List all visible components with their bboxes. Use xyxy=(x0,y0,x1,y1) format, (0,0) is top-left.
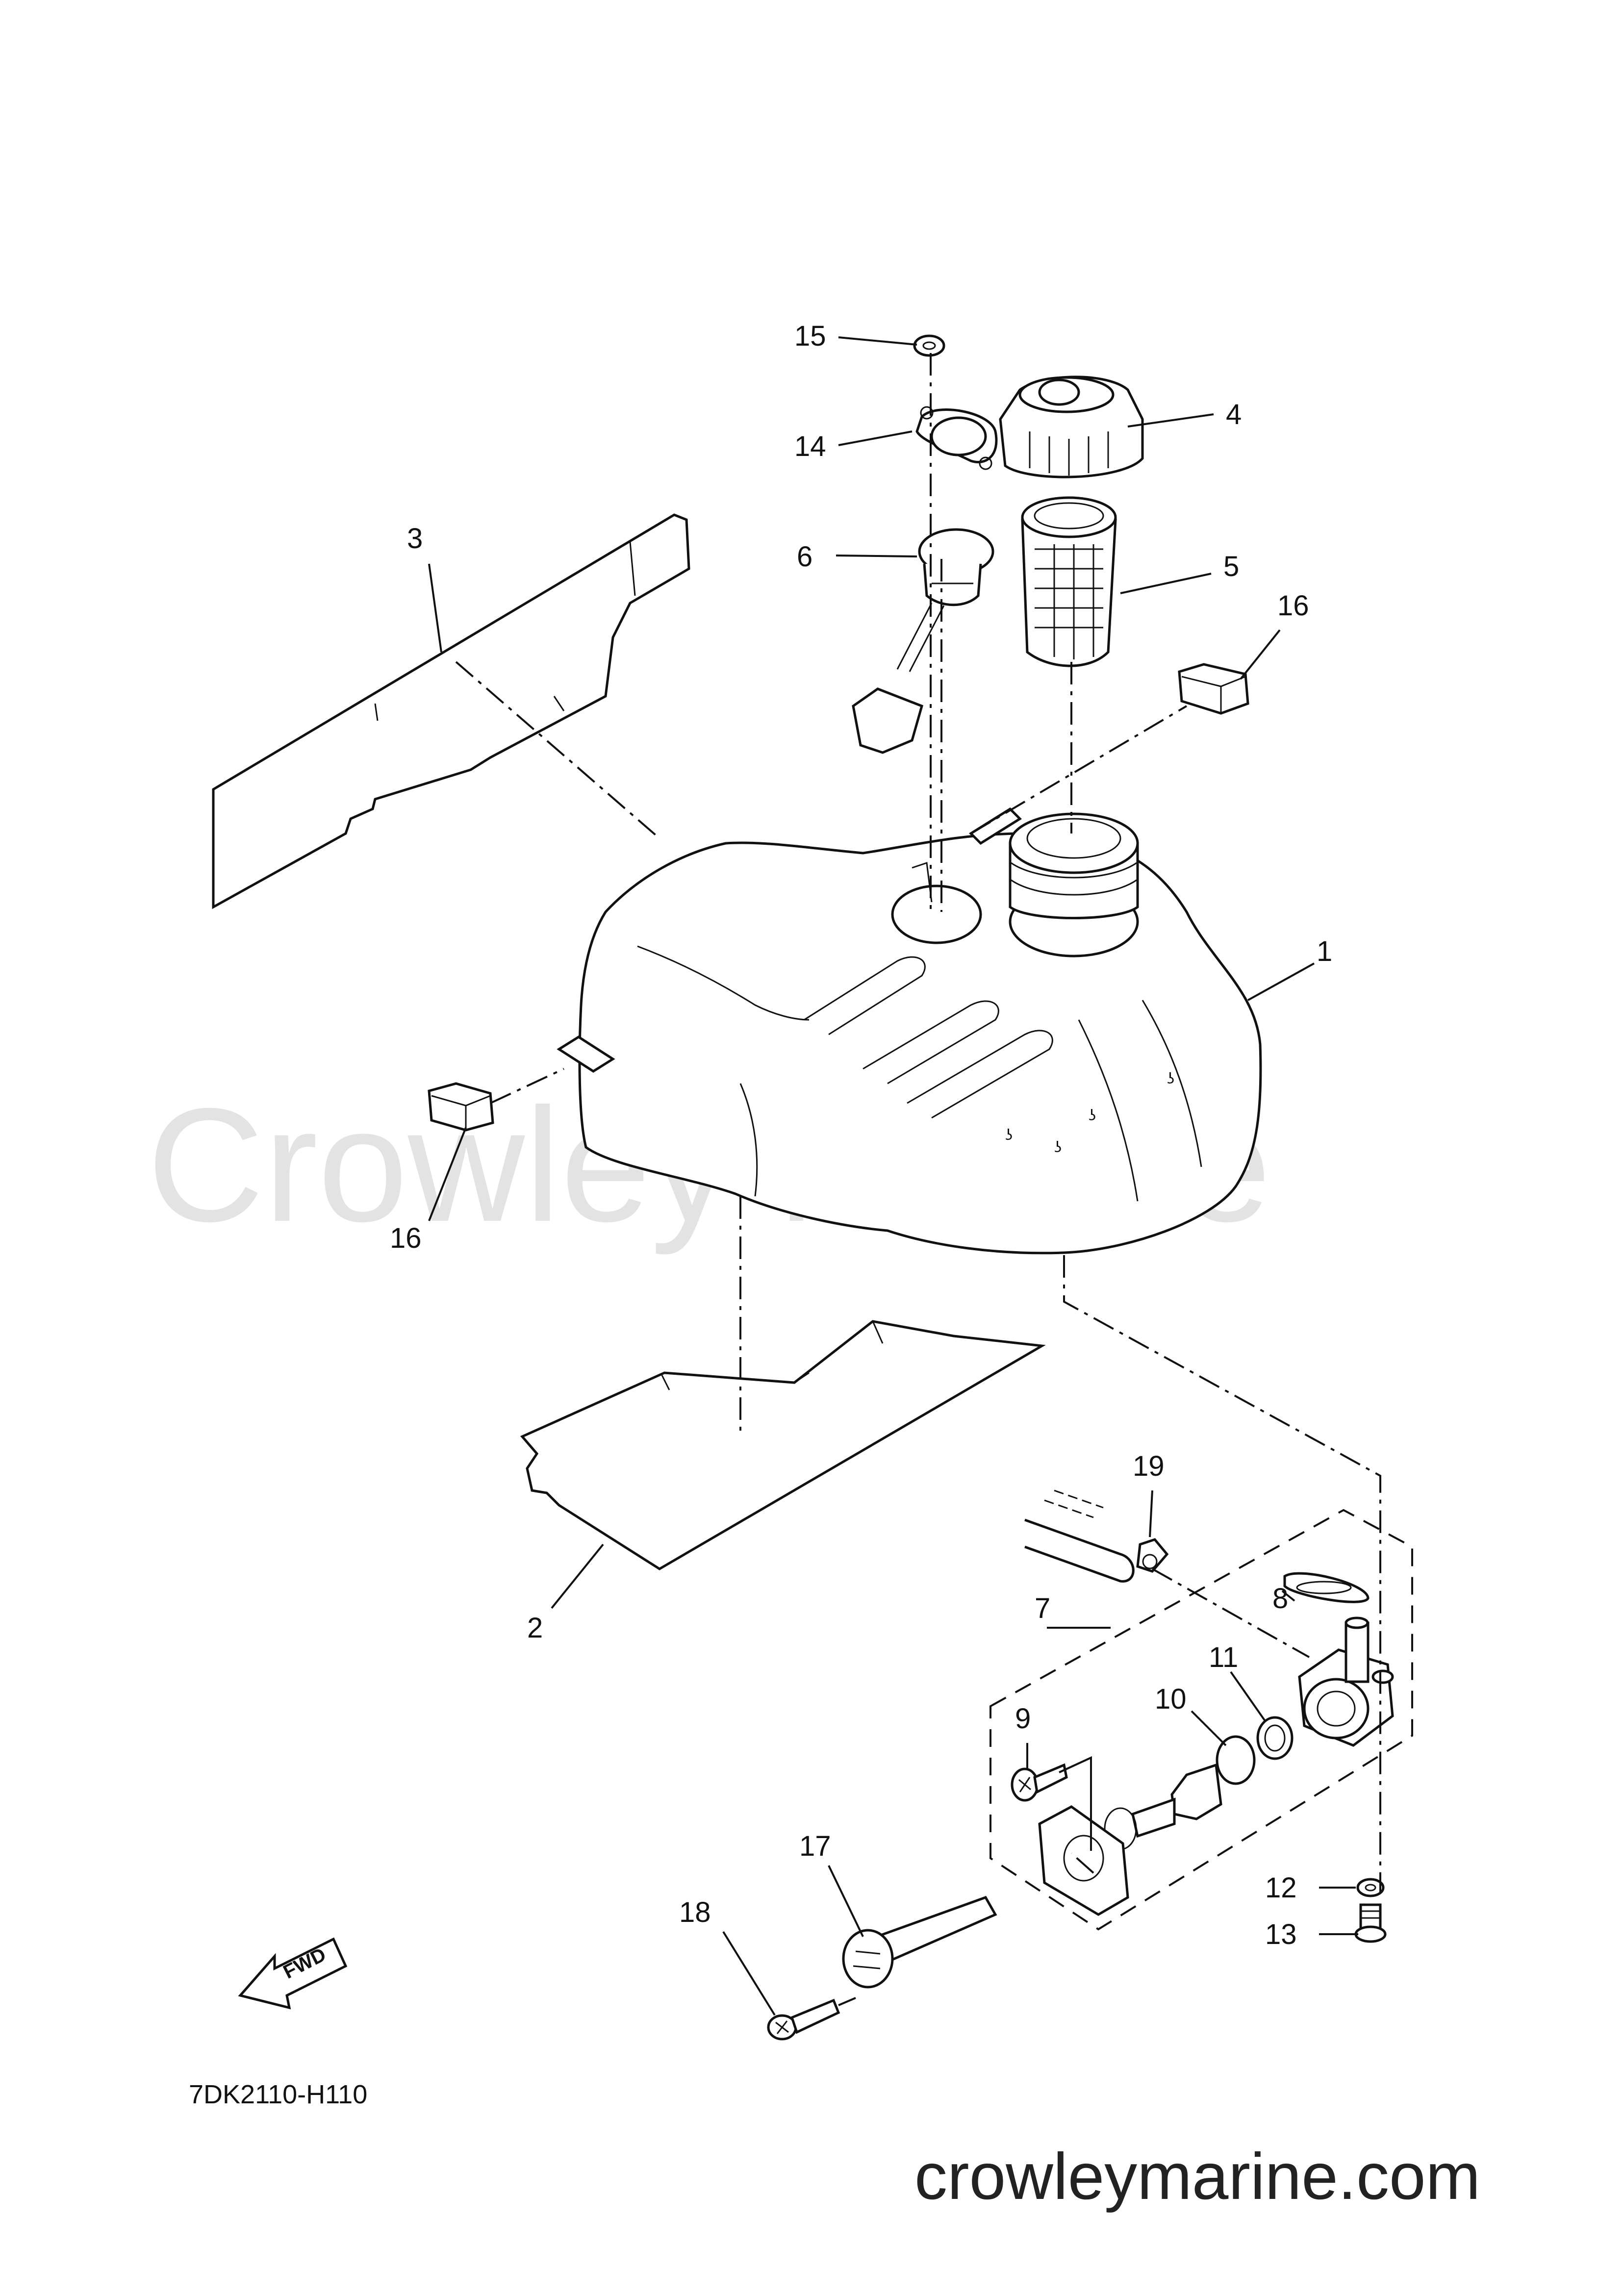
callout-7: 7 xyxy=(1035,1592,1050,1624)
svg-text:ʖ: ʖ xyxy=(1167,1070,1174,1087)
fuel-cock-plate xyxy=(1038,1805,1129,1916)
part-9-screw xyxy=(1011,1763,1068,1802)
callout-16b: 16 xyxy=(390,1222,422,1254)
callout-3: 3 xyxy=(407,523,423,555)
valve-stem xyxy=(1104,1763,1222,1850)
callout-10: 10 xyxy=(1155,1683,1187,1715)
part-16b-damper xyxy=(428,1082,494,1132)
part-12-washer xyxy=(1356,1878,1385,1897)
part-2-lower-plate xyxy=(520,1320,1046,1570)
assembly-lines xyxy=(455,353,1381,2006)
part-17-fuel-cock-lever xyxy=(842,1895,997,1989)
fwd-arrow-icon: FWD xyxy=(238,1937,348,2010)
callout-16a: 16 xyxy=(1277,590,1309,622)
callout-8: 8 xyxy=(1272,1583,1288,1615)
callout-6: 6 xyxy=(797,541,812,573)
part-11-washer xyxy=(1256,1716,1294,1760)
callout-2: 2 xyxy=(527,1612,543,1644)
callout-19: 19 xyxy=(1133,1450,1165,1482)
part-6-fuel-level-gauge xyxy=(852,528,994,754)
callout-9: 9 xyxy=(1015,1703,1031,1735)
part-1-fuel-tank: ʖ ʖ ʖ ʖ xyxy=(557,807,1262,1255)
callout-13: 13 xyxy=(1265,1918,1297,1950)
part-3-upper-plate xyxy=(212,513,690,909)
callout-15: 15 xyxy=(794,320,826,352)
diagram-code: 7DK2110-H110 xyxy=(189,2080,367,2109)
part-4-fuel-cap xyxy=(999,376,1144,479)
svg-text:ʖ: ʖ xyxy=(1089,1107,1096,1124)
part-8-gasket xyxy=(1283,1572,1370,1603)
part-5-fuel-strainer xyxy=(1021,496,1117,667)
callout-1: 1 xyxy=(1317,935,1332,967)
svg-text:ʖ: ʖ xyxy=(1054,1139,1062,1156)
callout-5: 5 xyxy=(1223,551,1239,582)
callout-12: 12 xyxy=(1265,1872,1297,1904)
part-10-o-ring xyxy=(1216,1735,1256,1785)
svg-text:ʖ: ʖ xyxy=(1005,1127,1013,1144)
fuel-hose xyxy=(1024,1489,1135,1583)
part-19-hose-clip xyxy=(1136,1538,1169,1573)
part-14-gasket xyxy=(915,406,998,470)
website-footer: crowleymarine.com xyxy=(914,2140,1480,2213)
callout-11: 11 xyxy=(1209,1641,1238,1673)
part-18-screw xyxy=(767,1998,840,2041)
fuel-cock-body xyxy=(1298,1616,1394,1747)
part-13-bolt xyxy=(1354,1903,1387,1943)
callout-14: 14 xyxy=(794,430,826,462)
leader-lines xyxy=(428,336,1358,2016)
callout-18: 18 xyxy=(679,1896,711,1928)
callout-17: 17 xyxy=(799,1830,831,1862)
part-15-washer xyxy=(913,334,945,357)
part-16a-damper xyxy=(1178,663,1249,715)
callout-4: 4 xyxy=(1226,399,1242,430)
part-7-fuel-cock-kit-outline xyxy=(990,1509,1413,1931)
